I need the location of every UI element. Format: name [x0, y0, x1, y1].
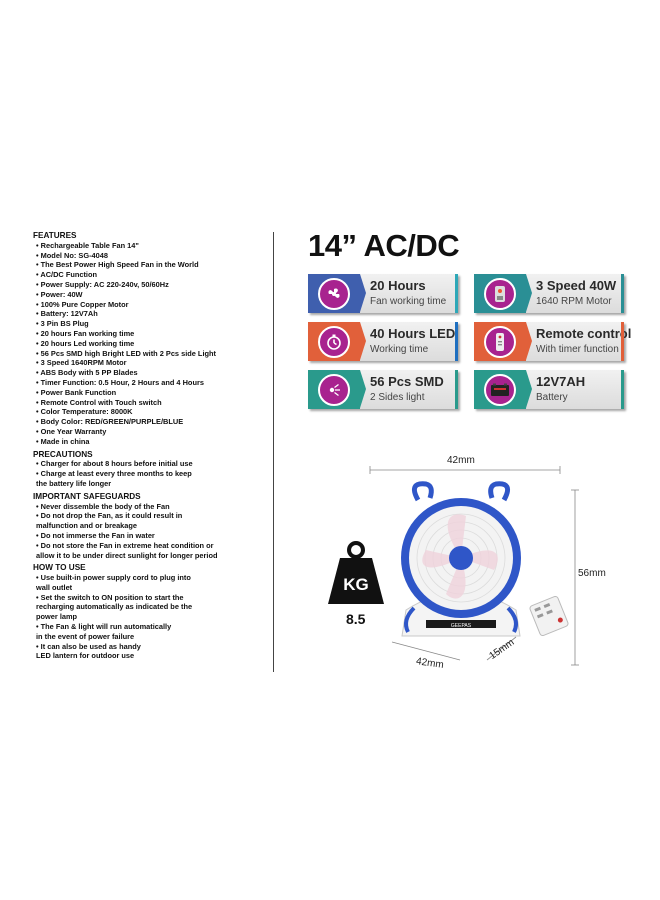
list-item: • The Fan & light will run automatically: [36, 622, 172, 632]
card-edge: [621, 274, 624, 313]
remote-icon: [474, 322, 532, 361]
list-item: • Power Bank Function: [36, 387, 117, 397]
list-item: • 56 Pcs SMD high Bright LED with 2 Pcs …: [36, 348, 216, 358]
weight-value: 8.5: [346, 611, 366, 627]
list-item: • Do not store the Fan in extreme heat c…: [36, 540, 214, 550]
list-item: • Charge at least every three months to …: [36, 469, 192, 479]
card-title: Remote control: [536, 326, 632, 341]
list-item: • Remote Control with Touch switch: [36, 397, 162, 407]
card-battery: 12V7AH Battery: [474, 370, 624, 409]
features-list: • Rechargeable Table Fan 14"• Model No: …: [33, 241, 265, 447]
list-item: malfunction and or breakage: [36, 521, 138, 531]
how-to-use-list: • Use built-in power supply cord to plug…: [33, 573, 265, 661]
led-icon: [308, 370, 366, 409]
card-subtitle: 2 Sides light: [370, 392, 425, 403]
list-item: • Set the switch to ON position to start…: [36, 592, 184, 602]
card-subtitle: Fan working time: [370, 296, 447, 307]
card-remote: Remote control With timer function: [474, 322, 631, 361]
dimension-height: 56mm: [578, 568, 606, 579]
list-item: • 20 hours Fan working time: [36, 328, 135, 338]
timer-icon: [308, 322, 366, 361]
list-item: power lamp: [36, 612, 78, 622]
fan-image: GEEPAS: [401, 481, 521, 637]
list-item: • Power Supply: AC 220-240v, 50/60Hz: [36, 279, 169, 289]
list-item: • Made in china: [36, 436, 90, 446]
list-item: the battery life longer: [36, 478, 112, 488]
safeguards-list: • Never dissemble the body of the Fan • …: [33, 502, 265, 561]
remote-image: [529, 596, 569, 636]
list-item: recharging automatically as indicated be…: [36, 602, 193, 612]
list-item: • Timer Function: 0.5 Hour, 2 Hours and …: [36, 377, 204, 387]
list-item: • Power: 40W: [36, 289, 83, 299]
list-item: • 100% Pure Copper Motor: [36, 299, 129, 309]
card-edge: [621, 370, 624, 409]
card-subtitle: With timer function: [536, 344, 619, 355]
card-edge: [621, 322, 624, 361]
precautions-list: • Charger for about 8 hours before initi…: [33, 459, 265, 488]
card-speed: 3 Speed 40W 1640 RPM Motor: [474, 274, 624, 313]
list-item: • Never dissemble the body of the Fan: [36, 501, 170, 511]
list-item: • Charger for about 8 hours before initi…: [36, 459, 193, 469]
card-edge: [455, 322, 458, 361]
list-item: • Color Temperature: 8000K: [36, 407, 133, 417]
list-item: • Use built-in power supply cord to plug…: [36, 573, 191, 583]
list-item: • AC/DC Function: [36, 270, 98, 280]
dimension-width-top: 42mm: [447, 455, 475, 466]
specifications-column: FEATURES • Rechargeable Table Fan 14"• M…: [33, 231, 265, 661]
fan-icon: [308, 274, 366, 313]
list-item: allow it to be under direct sunlight for…: [36, 550, 218, 560]
card-smd: 56 Pcs SMD 2 Sides light: [308, 370, 458, 409]
motor-icon: [474, 274, 532, 313]
card-subtitle: 1640 RPM Motor: [536, 296, 612, 307]
weight-icon: KG: [328, 541, 384, 604]
list-item: wall outlet: [36, 582, 73, 592]
list-item: • ABS Body with 5 PP Blades: [36, 368, 138, 378]
battery-icon: [474, 370, 532, 409]
precautions-title: PRECAUTIONS: [33, 449, 93, 459]
list-item: • 3 Pin BS Plug: [36, 319, 89, 329]
card-title: 3 Speed 40W: [536, 278, 617, 293]
card-title: 40 Hours LED: [370, 326, 456, 341]
list-item: • Body Color: RED/GREEN/PURPLE/BLUE: [36, 417, 184, 427]
list-item: • 3 Speed 1640RPM Motor: [36, 358, 127, 368]
list-item: in the event of power failure: [36, 631, 135, 641]
safeguards-title: IMPORTANT SAFEGUARDS: [33, 491, 141, 501]
list-item: • Do not immerse the Fan in water: [36, 530, 155, 540]
features-title: FEATURES: [33, 231, 77, 240]
card-title: 56 Pcs SMD: [370, 374, 444, 389]
card-edge: [455, 274, 458, 313]
weight-label: KG: [343, 575, 369, 594]
card-edge: [455, 370, 458, 409]
list-item: • Do not drop the Fan, as it could resul…: [36, 511, 183, 521]
list-item: • It can also be used as handy: [36, 641, 141, 651]
card-fan-time: 20 Hours Fan working time: [308, 274, 458, 313]
card-subtitle: Working time: [370, 344, 429, 355]
card-subtitle: Battery: [536, 392, 568, 403]
list-item: • Model No: SG-4048: [36, 250, 108, 260]
how-to-use-title: HOW TO USE: [33, 563, 86, 573]
headline: 14” AC/DC: [308, 228, 460, 263]
list-item: LED lantern for outdoor use: [36, 651, 135, 661]
card-title: 20 Hours: [370, 278, 426, 293]
list-item: • One Year Warranty: [36, 426, 107, 436]
list-item: • The Best Power High Speed Fan in the W…: [36, 260, 199, 270]
card-led-time: 40 Hours LED Working time: [308, 322, 458, 361]
column-divider: [273, 232, 274, 672]
fan-brand-label: GEEPAS: [451, 623, 472, 629]
card-title: 12V7AH: [536, 374, 586, 389]
list-item: • 20 hours Led working time: [36, 338, 135, 348]
list-item: • Rechargeable Table Fan 14": [36, 240, 139, 250]
list-item: • Battery: 12V7Ah: [36, 309, 98, 319]
